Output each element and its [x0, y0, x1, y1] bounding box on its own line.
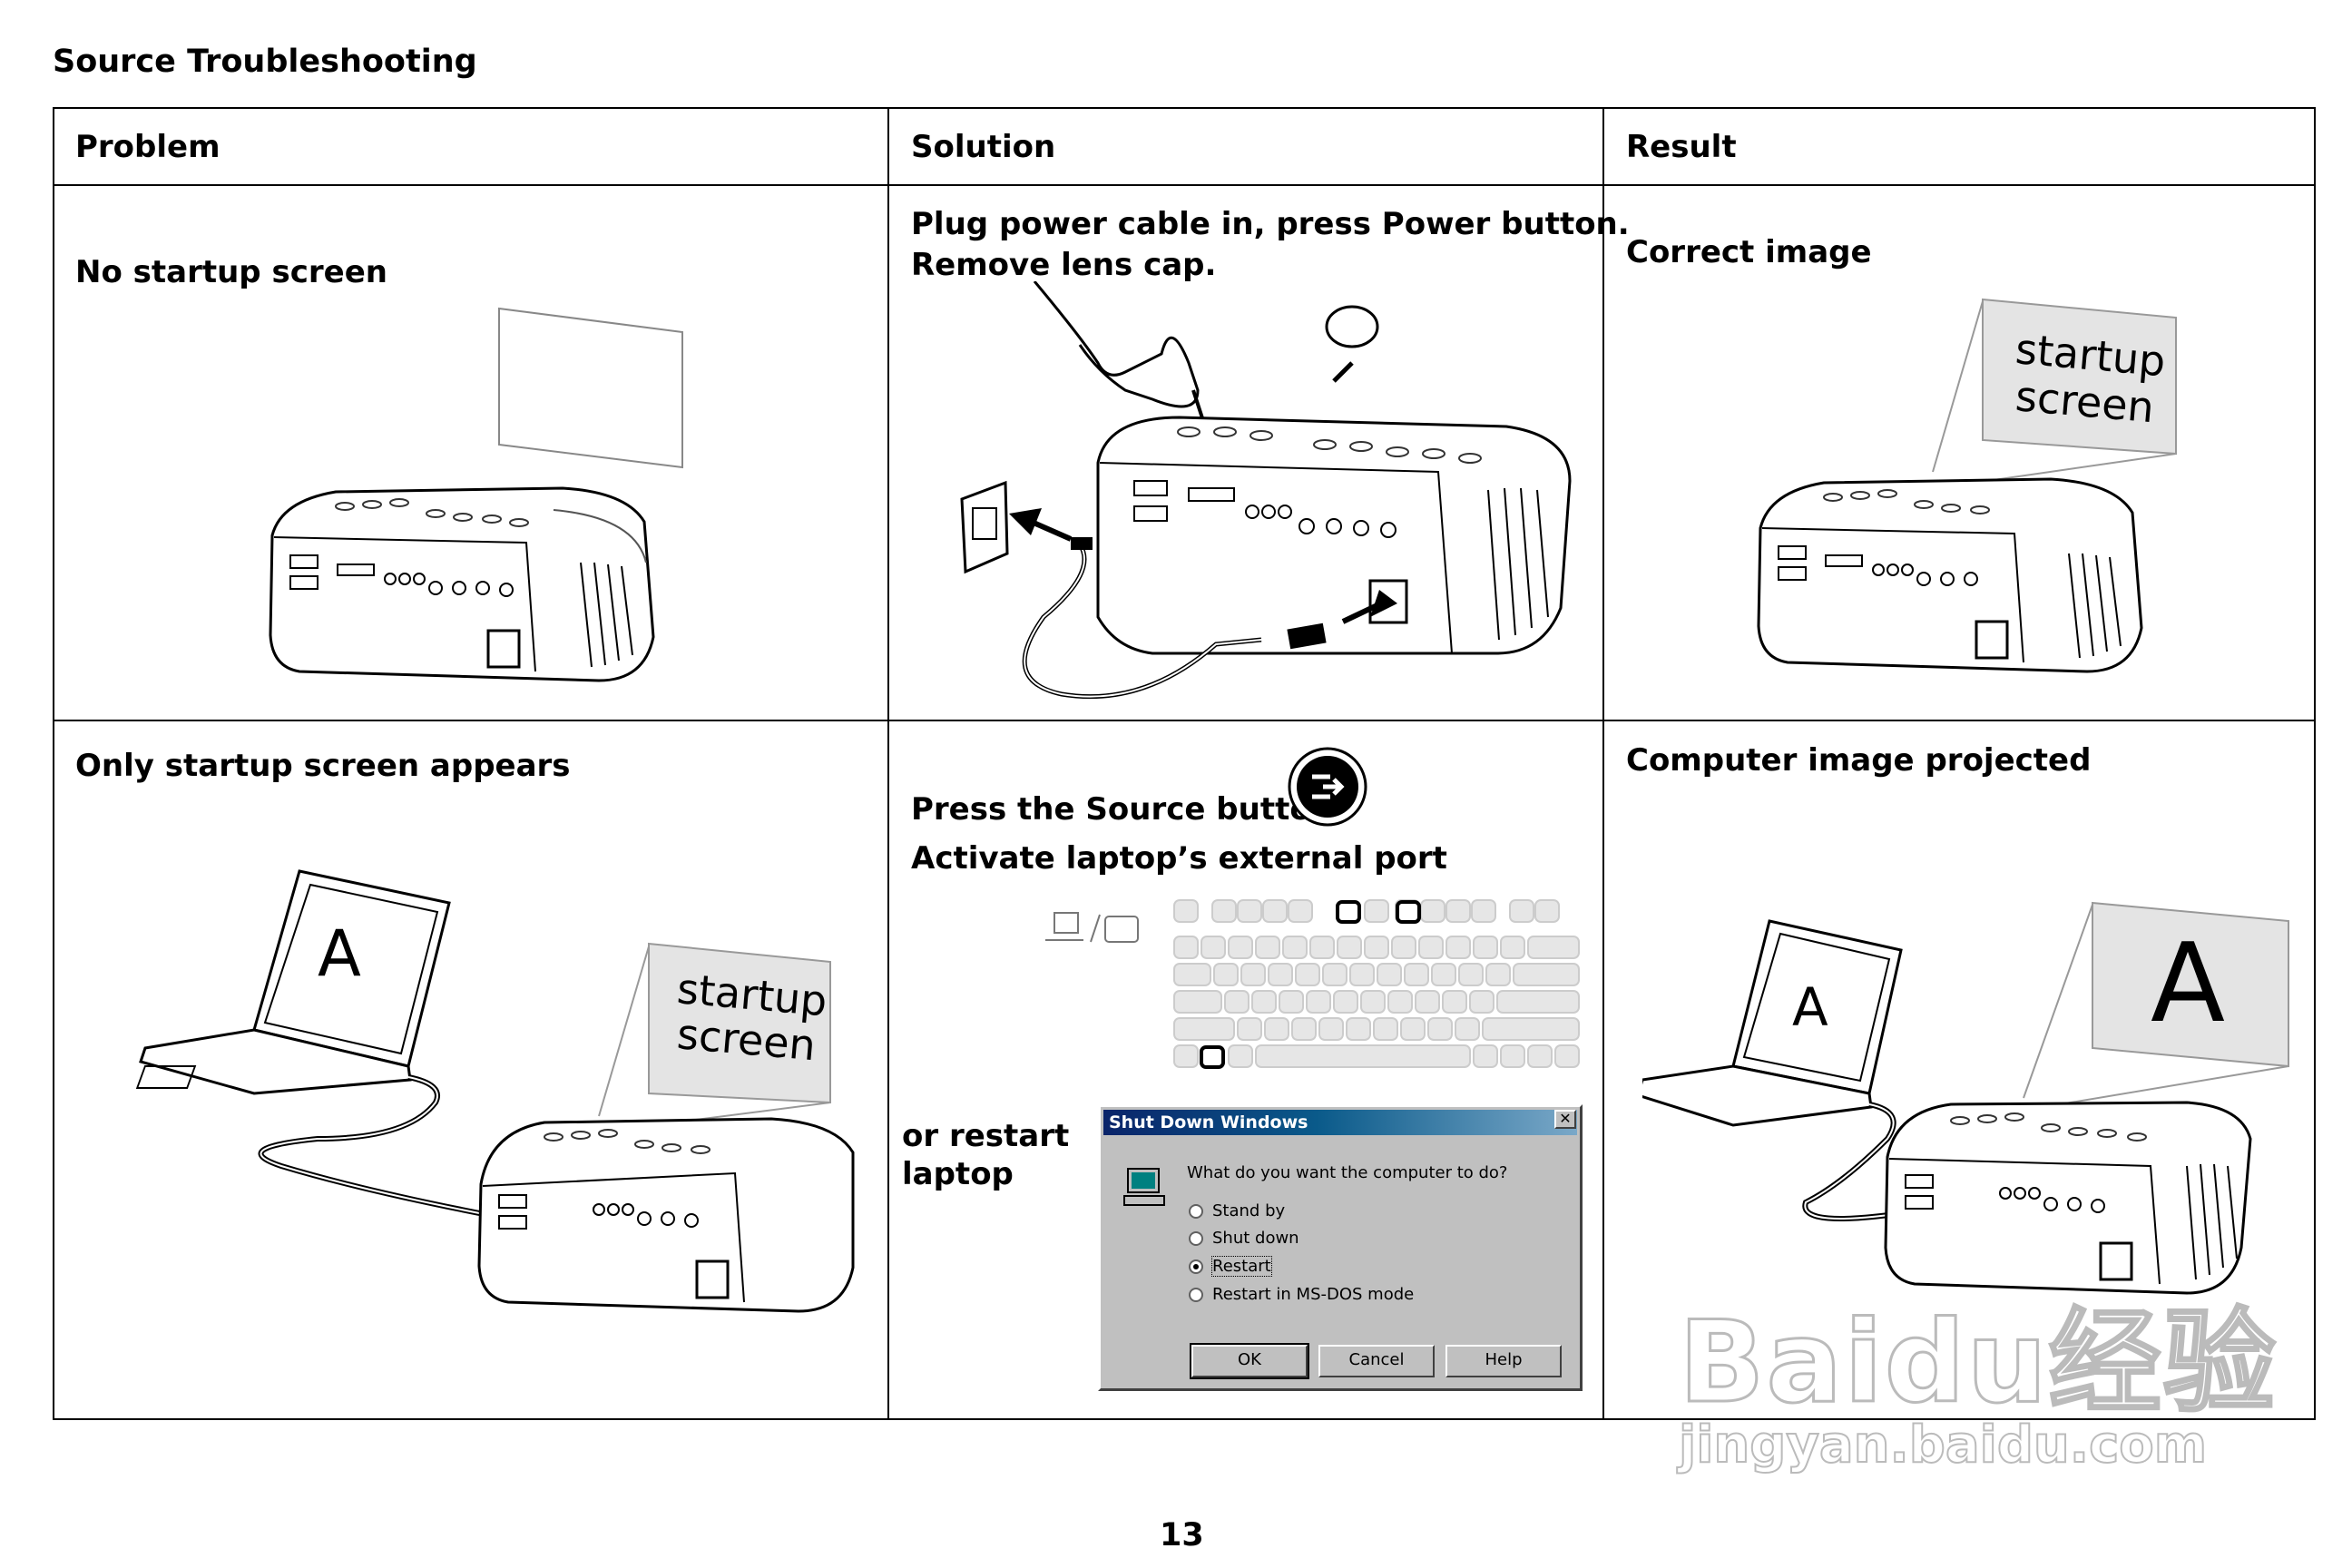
laptop-monitor-icon [1045, 912, 1139, 943]
header-problem: Problem [75, 129, 220, 165]
solution-restart-line2: laptop [902, 1156, 1014, 1192]
laptop-startup-screen-illustration: A startup screen [136, 869, 855, 1313]
problem-screen-line2: screen [675, 1009, 818, 1070]
problem-only-startup: Only startup screen appears [75, 748, 571, 784]
page-heading: Source Troubleshooting [53, 44, 477, 80]
projector-startup-screen-illustration: startup screen [1757, 298, 2177, 673]
power-cable-illustration [960, 281, 1572, 700]
option-label: Stand by [1212, 1201, 1286, 1220]
radio-button[interactable] [1189, 1287, 1203, 1302]
header-solution: Solution [911, 129, 1056, 165]
result-laptop-letter: A [1792, 976, 1828, 1038]
dialog-close-button[interactable]: ✕ [1554, 1110, 1576, 1129]
header-result: Result [1626, 129, 1737, 165]
option-label: Restart [1211, 1256, 1272, 1277]
result-screen-line2: screen [2014, 371, 2156, 432]
radio-button[interactable] [1189, 1203, 1203, 1219]
table-divider [54, 720, 2314, 721]
result-correct-image: Correct image [1626, 234, 1872, 270]
dialog-title: Shut Down Windows [1103, 1110, 1577, 1135]
computer-image-projected-illustration: A A [1642, 901, 2289, 1295]
solution-source-line1: Press the Source button [911, 791, 1333, 828]
watermark-url: jingyan.baidu.com [1678, 1415, 2208, 1475]
solution-restart-line1: or restart [902, 1118, 1070, 1154]
option-label: Shut down [1212, 1229, 1299, 1248]
table-divider [54, 184, 2314, 186]
result-computer-image: Computer image projected [1626, 742, 2092, 779]
option-shut-down[interactable]: Shut down [1189, 1229, 1299, 1248]
solution-source-line2: Activate laptop’s external port [911, 840, 1447, 877]
problem-no-startup: No startup screen [75, 254, 387, 290]
option-label: Restart in MS-DOS mode [1212, 1285, 1415, 1304]
shutdown-dialog: Shut Down Windows ✕ What do you want the… [1098, 1104, 1583, 1391]
keyboard-illustration [1173, 899, 1580, 1069]
problem-laptop-letter: A [318, 916, 361, 991]
projector-blank-screen-illustration [269, 307, 683, 682]
source-icon [1288, 747, 1367, 827]
result-screen-letter: A [2151, 921, 2225, 1047]
cancel-button[interactable]: Cancel [1318, 1345, 1435, 1377]
option-restart[interactable]: Restart [1189, 1256, 1272, 1277]
solution-power-line1: Plug power cable in, press Power button. [911, 206, 1630, 242]
ok-button[interactable]: OK [1190, 1343, 1309, 1379]
table-divider [1602, 109, 1604, 1418]
dialog-question: What do you want the computer to do? [1187, 1163, 1508, 1182]
solution-power-line2: Remove lens cap. [911, 247, 1217, 283]
radio-button[interactable] [1189, 1230, 1203, 1246]
radio-button-selected[interactable] [1189, 1259, 1203, 1274]
page-number: 13 [1160, 1517, 1204, 1553]
table-divider [887, 109, 889, 1418]
option-restart-ms-dos[interactable]: Restart in MS-DOS mode [1189, 1285, 1414, 1304]
troubleshooting-table [53, 107, 2316, 1420]
help-button[interactable]: Help [1446, 1345, 1562, 1377]
watermark-logo: Baidu经验 [1678, 1297, 2278, 1430]
computer-icon [1123, 1168, 1165, 1206]
option-stand-by[interactable]: Stand by [1189, 1201, 1285, 1220]
